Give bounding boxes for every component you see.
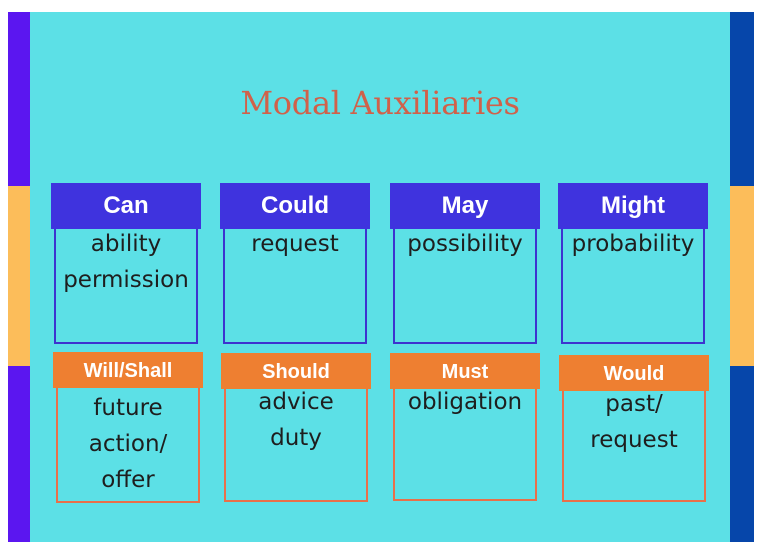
modal-card-may: May possibility [390, 183, 540, 344]
modal-card-could: Could request [220, 183, 370, 344]
card-line: request [251, 231, 339, 257]
modal-card-must: Must obligation [390, 353, 540, 501]
card-header: Will/Shall [53, 352, 203, 388]
right-strip-bottom [730, 366, 754, 542]
page-title: Modal Auxiliaries [240, 84, 520, 122]
modal-card-might: Might probability [558, 183, 708, 344]
left-strip-top [8, 12, 30, 186]
card-line: future [93, 395, 163, 421]
card-header: May [390, 183, 540, 229]
right-strip-top [730, 12, 754, 186]
left-strip-middle [8, 186, 30, 366]
card-line: action/ [88, 431, 168, 457]
card-line: offer [101, 467, 155, 493]
card-header: Can [51, 183, 201, 229]
card-header: Would [559, 355, 709, 391]
card-header: Should [221, 353, 371, 389]
card-header: Must [390, 353, 540, 389]
card-line: obligation [407, 389, 523, 415]
modal-card-will-shall: Will/Shall future action/ offer [53, 352, 203, 503]
card-line: request [590, 427, 678, 453]
modal-card-would: Would past/ request [559, 355, 709, 502]
card-line: advice [258, 389, 334, 415]
slide-canvas: Modal Auxiliaries Can ability permission… [30, 12, 730, 542]
card-line: possibility [407, 231, 523, 257]
right-strip-middle [730, 186, 754, 366]
modal-card-should: Should advice duty [221, 353, 371, 502]
card-line: permission [63, 267, 189, 293]
card-line: probability [571, 231, 695, 257]
left-strip-bottom [8, 366, 30, 542]
card-line: ability [90, 231, 162, 257]
card-line: past/ [605, 391, 663, 417]
modal-card-can: Can ability permission [51, 183, 201, 344]
card-line: duty [270, 425, 322, 451]
card-header: Could [220, 183, 370, 229]
card-header: Might [558, 183, 708, 229]
